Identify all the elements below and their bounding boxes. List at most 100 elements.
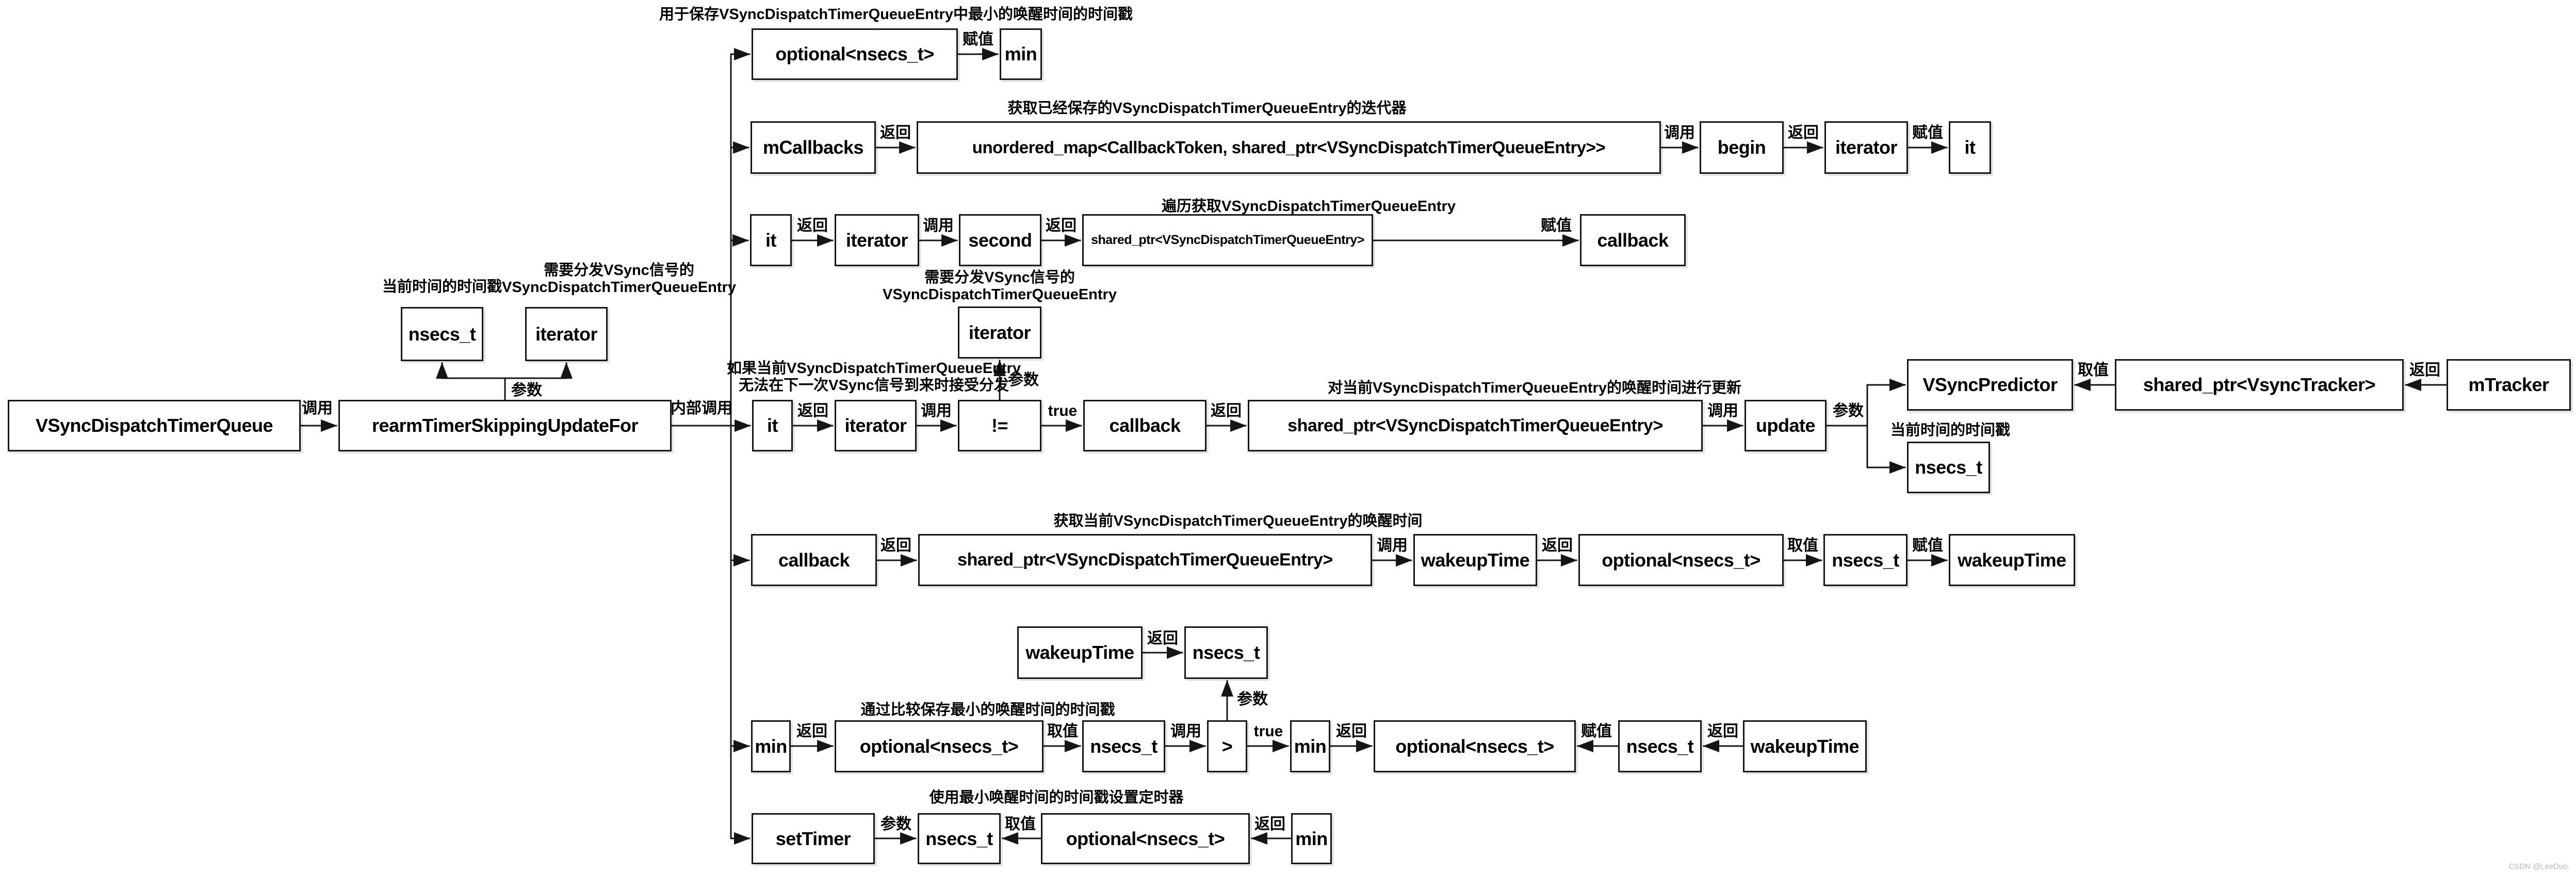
annotation: 通过比较保存最小的唤醒时间的时间戳 [627, 702, 1349, 719]
annotation-line: 需要分发VSync信号的 [544, 262, 694, 279]
edge-label: 返回 [797, 402, 828, 419]
node-shared-ptr-entry-wakeup: shared_ptr<VSyncDispatchTimerQueueEntry> [918, 534, 1372, 586]
node-mcallbacks: mCallbacks [751, 121, 876, 174]
edge-label: 取值 [1047, 723, 1078, 740]
edge-label: true [1253, 723, 1283, 740]
node-begin: begin [1700, 121, 1784, 174]
edge-label: 调用 [923, 217, 954, 234]
node-it-check: it [752, 400, 793, 451]
annotation-line: 获取已经保存的VSyncDispatchTimerQueueEntry的迭代器 [1007, 100, 1407, 117]
edge-label: 取值 [1787, 537, 1818, 554]
node-shared-ptr-vsync-tracker: shared_ptr<VsyncTracker> [2115, 359, 2404, 411]
node-nsecs-t-wakeup: nsecs_t [1823, 534, 1907, 586]
annotation-line: 需要分发VSync信号的 [924, 269, 1075, 286]
node-optional-nsecs-t-save: optional<nsecs_t> [1374, 720, 1576, 772]
annotation-line: 使用最小唤醒时间的时间戳设置定时器 [929, 789, 1184, 806]
edge-label: 参数 [881, 816, 911, 833]
edge-label: 返回 [2409, 362, 2440, 379]
edge-label: 返回 [1046, 217, 1077, 234]
node-nsecs-t-settimer: nsecs_t [918, 813, 1001, 864]
edge-label: 返回 [1211, 402, 1242, 419]
node-unordered-map: unordered_map<CallbackToken, shared_ptr<… [917, 121, 1661, 174]
node-wakeuptime-compare: wakeupTime [1017, 626, 1143, 679]
node-optional-nsecs-t-wakeup: optional<nsecs_t> [1578, 534, 1784, 586]
node-mtracker: mTracker [2447, 359, 2571, 411]
edge-label: 调用 [1170, 723, 1201, 740]
annotation: 获取当前VSyncDispatchTimerQueueEntry的唤醒时间 [877, 513, 1599, 530]
node-nsecs-t-save: nsecs_t [1618, 720, 1702, 772]
edge-label: 参数 [1008, 371, 1039, 389]
node-wakeuptime-save: wakeupTime [1743, 720, 1867, 772]
edge-label: true [1048, 402, 1078, 419]
node-callback-wakeup: callback [751, 534, 877, 586]
watermark: CSDN @LeeDuo. [2508, 862, 2570, 871]
node-iterator-traverse: iterator [835, 214, 919, 266]
node-second: second [959, 214, 1041, 266]
node-shared-ptr-entry-update: shared_ptr<VSyncDispatchTimerQueueEntry> [1248, 400, 1703, 451]
node-param-nsecs-t: nsecs_t [401, 307, 483, 361]
edge-label: 赋值 [1912, 124, 1943, 141]
node-it-traverse: it [750, 214, 792, 266]
edge-label: 参数 [1237, 691, 1268, 708]
node-iterator-check: iterator [835, 400, 917, 451]
node-nsecs-t-compare: nsecs_t [1082, 720, 1165, 772]
node-update: update [1744, 400, 1827, 451]
annotation-line: 遍历获取VSyncDispatchTimerQueueEntry [1162, 198, 1456, 215]
node-nsecs-t-compare-param: nsecs_t [1184, 626, 1268, 679]
node-callback-check: callback [1083, 400, 1207, 451]
edge-label: 调用 [1707, 402, 1738, 419]
node-optional-nsecs-t-compare: optional<nsecs_t> [835, 720, 1044, 772]
annotation-line: 当前时间的时间戳 [1890, 422, 2010, 439]
edge-label: 返回 [797, 217, 828, 234]
annotation-line: VSyncDispatchTimerQueueEntry [883, 286, 1117, 303]
node-min-compare: min [751, 720, 791, 772]
annotation: 使用最小唤醒时间的时间戳设置定时器 [695, 789, 1417, 806]
edge-label: 返回 [1336, 723, 1367, 740]
annotation-line: 通过比较保存最小的唤醒时间的时间戳 [860, 702, 1115, 718]
edge-label: 赋值 [963, 31, 993, 48]
edge-label: 参数 [511, 382, 542, 399]
node-min-settimer: min [1291, 813, 1332, 864]
edge-label: 返回 [880, 124, 911, 141]
annotation-line: VSyncDispatchTimerQueueEntry [502, 279, 736, 296]
node-wakeuptime-call: wakeupTime [1413, 534, 1537, 586]
edge-label: 赋值 [1581, 723, 1612, 740]
edge-label: 调用 [302, 400, 333, 417]
node-param-iterator: iterator [525, 307, 608, 361]
annotation: 对当前VSyncDispatchTimerQueueEntry的唤醒时间进行更新 [1173, 380, 1896, 397]
node-min-save: min [1290, 720, 1330, 772]
node-wakeuptime-assigned: wakeupTime [1949, 534, 2075, 586]
annotation-line: 无法在下一次VSync信号到来时接受分发 [739, 377, 1009, 394]
annotation: 当前时间的时间戳 [81, 279, 803, 296]
node-callback-traverse: callback [1580, 214, 1686, 266]
edge-label: 返回 [796, 723, 827, 740]
node-shared-ptr-entry-traverse: shared_ptr<VSyncDispatchTimerQueueEntry> [1082, 214, 1373, 266]
edge-label: 返回 [1707, 723, 1738, 740]
edge-label: 参数 [1833, 402, 1864, 419]
edge-label: 返回 [1788, 124, 1819, 141]
node-optional-nsecs-t-min-store: optional<nsecs_t> [752, 28, 958, 80]
annotation: 用于保存VSyncDispatchTimerQueueEntry中最小的唤醒时间… [535, 6, 1257, 23]
node-not-equal: != [958, 400, 1041, 451]
edge-label: 调用 [1377, 537, 1408, 554]
edge-label: 赋值 [1541, 217, 1572, 234]
annotation: 遍历获取VSyncDispatchTimerQueueEntry [948, 198, 1670, 215]
edge-label: 返回 [1147, 630, 1178, 647]
edge-label: 取值 [2078, 362, 2109, 379]
annotation-line: 对当前VSyncDispatchTimerQueueEntry的唤醒时间进行更新 [1328, 380, 1741, 396]
annotation-line: 获取当前VSyncDispatchTimerQueueEntry的唤醒时间 [1053, 513, 1423, 529]
annotation: 当前时间的时间戳 [1589, 422, 2311, 439]
node-settimer: setTimer [752, 813, 875, 864]
node-it-assigned: it [1949, 121, 1991, 174]
edge-label: 调用 [1664, 124, 1695, 141]
node-iterator-begin-result: iterator [1824, 121, 1908, 174]
node-optional-nsecs-t-settimer: optional<nsecs_t> [1041, 813, 1250, 864]
annotation-line: 如果当前VSyncDispatchTimerQueueEntry [727, 360, 1021, 377]
annotation-line: 用于保存VSyncDispatchTimerQueueEntry中最小的唤醒时间… [659, 6, 1133, 23]
node-min-var: min [1000, 28, 1042, 80]
